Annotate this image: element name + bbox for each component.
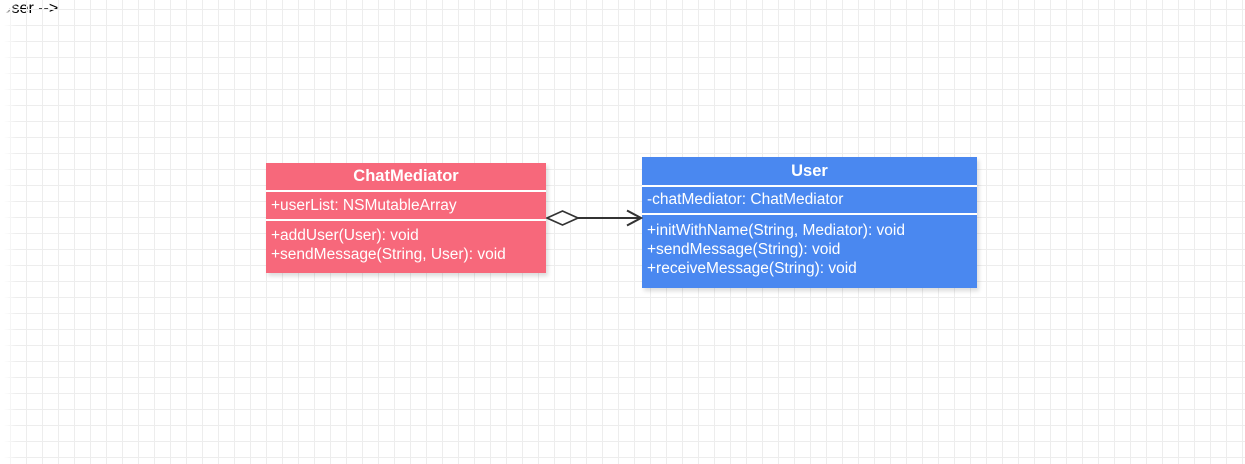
aggregation-edge[interactable]	[546, 206, 643, 230]
attribute-row: +userList: NSMutableArray	[271, 197, 457, 214]
methods-section: +addUser(User): void +sendMessage(String…	[266, 219, 546, 264]
open-arrowhead-icon	[626, 209, 643, 227]
class-title-user: User	[791, 162, 828, 180]
class-box-chatmediator[interactable]: ChatMediator +userList: NSMutableArray +…	[266, 163, 546, 273]
method-row: +receiveMessage(String): void	[647, 260, 857, 277]
attribute-row: -chatMediator: ChatMediator	[647, 191, 844, 208]
attributes-section: -chatMediator: ChatMediator	[642, 185, 977, 213]
aggregation-diamond-icon	[546, 210, 581, 226]
method-row: +addUser(User): void	[271, 227, 419, 244]
method-row: +initWithName(String, Mediator): void	[647, 222, 905, 239]
class-title-chatmediator: ChatMediator	[353, 167, 459, 185]
method-row: +sendMessage(String, User): void	[271, 246, 506, 263]
class-box-user[interactable]: User -chatMediator: ChatMediator +initWi…	[642, 157, 977, 288]
method-row: +sendMessage(String): void	[647, 241, 841, 258]
attributes-section: +userList: NSMutableArray	[266, 190, 546, 219]
methods-section: +initWithName(String, Mediator): void +s…	[642, 213, 977, 278]
